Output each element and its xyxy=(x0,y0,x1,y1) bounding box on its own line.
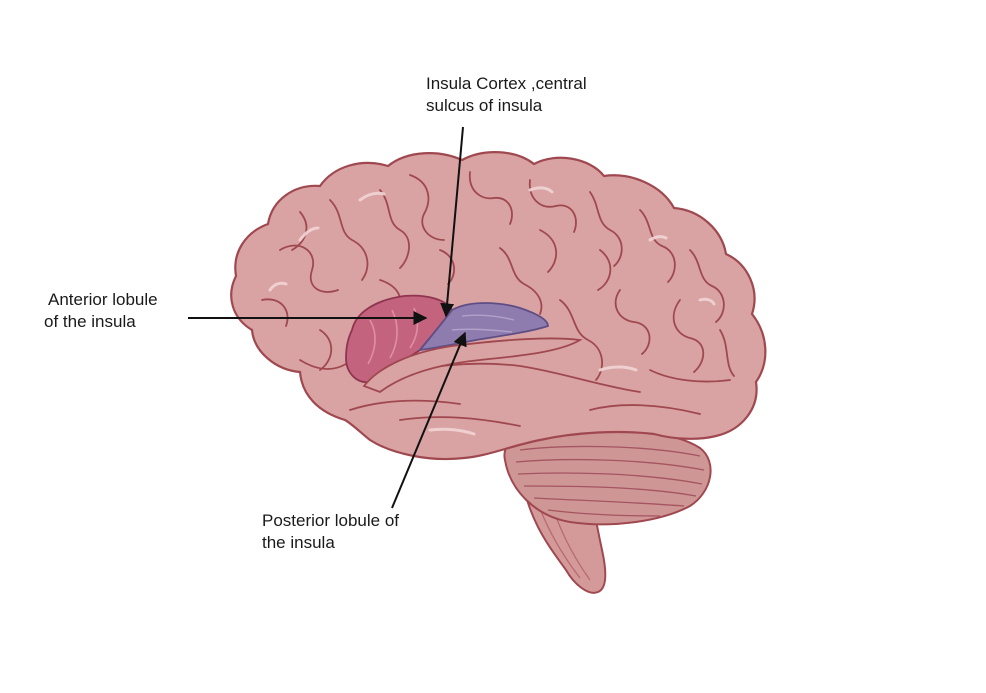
posterior-lobule-label-line1: Posterior lobule of xyxy=(262,511,400,530)
anterior-lobule-label-line1: Anterior lobule xyxy=(48,290,158,309)
anterior-lobule-label: Anterior lobule of the insula xyxy=(44,289,158,333)
cerebellum-folia xyxy=(515,445,705,517)
anterior-lobule-label-line2: of the insula xyxy=(44,312,136,331)
posterior-lobule-label-line2: the insula xyxy=(262,533,335,552)
central-sulcus-label-line1: Insula Cortex ,central xyxy=(426,74,587,93)
posterior-lobule-arrow xyxy=(391,331,467,509)
gyri-lines xyxy=(261,171,735,427)
central-sulcus-arrow xyxy=(440,126,464,318)
temporal-lobe-fold xyxy=(362,337,583,394)
posterior-lobule-label: Posterior lobule of the insula xyxy=(262,510,399,554)
highlights xyxy=(268,186,716,436)
central-sulcus-label-line2: sulcus of insula xyxy=(426,96,543,115)
central-sulcus-label: Insula Cortex ,central sulcus of insula xyxy=(426,73,587,117)
